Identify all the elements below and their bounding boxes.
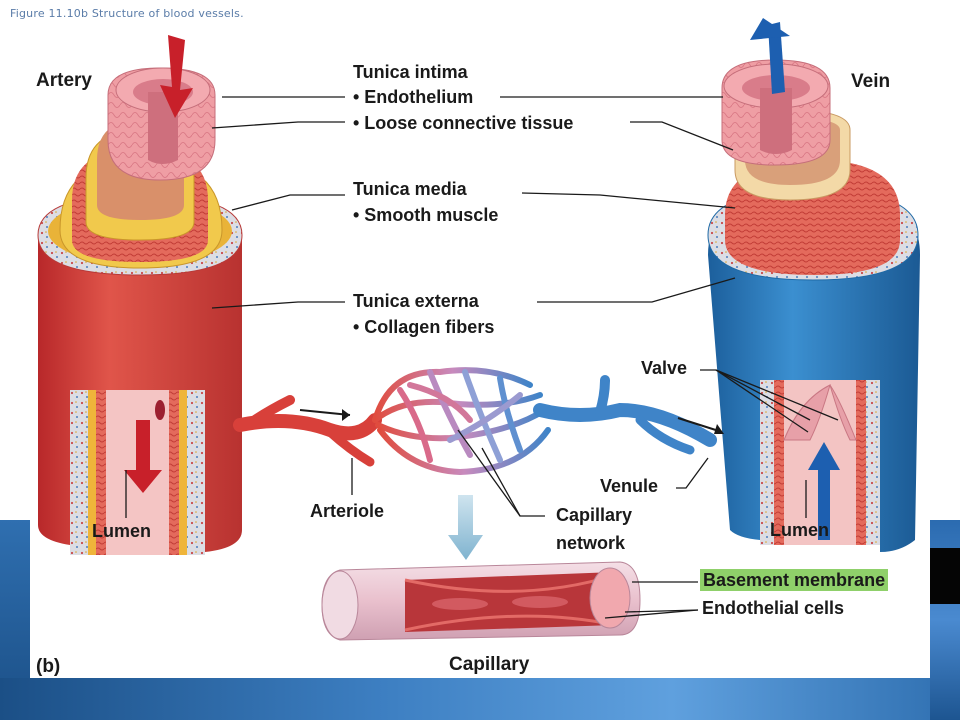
slide-bottom-bar [0, 678, 960, 720]
smooth-muscle-label: • Smooth muscle [353, 205, 499, 225]
vein-label: Vein [851, 71, 891, 92]
valve-label: Valve [641, 358, 688, 378]
slide-black-tab [930, 548, 960, 604]
venule-label: Venule [600, 476, 659, 496]
artery-label: Artery [36, 70, 92, 91]
loose-connective-tissue-label: • Loose connective tissue [353, 113, 574, 133]
endothelial-cells-label: Endothelial cells [702, 598, 845, 618]
artery-illustration [37, 35, 243, 555]
collagen-fibers-label: • Collagen fibers [353, 317, 495, 337]
tunica-media-label: Tunica media [353, 179, 467, 199]
endothelium-label: • Endothelium [353, 87, 474, 107]
figure-caption: Figure 11.10b Structure of blood vessels… [10, 7, 244, 20]
tunica-externa-label: Tunica externa [353, 291, 479, 311]
capillary-title: Capillary [449, 654, 530, 675]
panel-label: (b) [36, 656, 61, 677]
capillary-closeup-illustration [321, 561, 641, 641]
tunica-intima-label: Tunica intima [353, 62, 468, 82]
vein-illustration [707, 18, 920, 552]
arteriole-label: Arteriole [310, 501, 385, 521]
capillary-network-illustration [233, 367, 724, 560]
lumen-label-artery: Lumen [92, 521, 152, 541]
basement-membrane-label: Basement membrane [700, 569, 889, 591]
leader-lines [125, 96, 839, 619]
capillary-network-label-line2: network [556, 533, 626, 553]
capillary-network-label-line1: Capillary [556, 505, 633, 525]
lumen-label-vein: Lumen [770, 520, 830, 540]
